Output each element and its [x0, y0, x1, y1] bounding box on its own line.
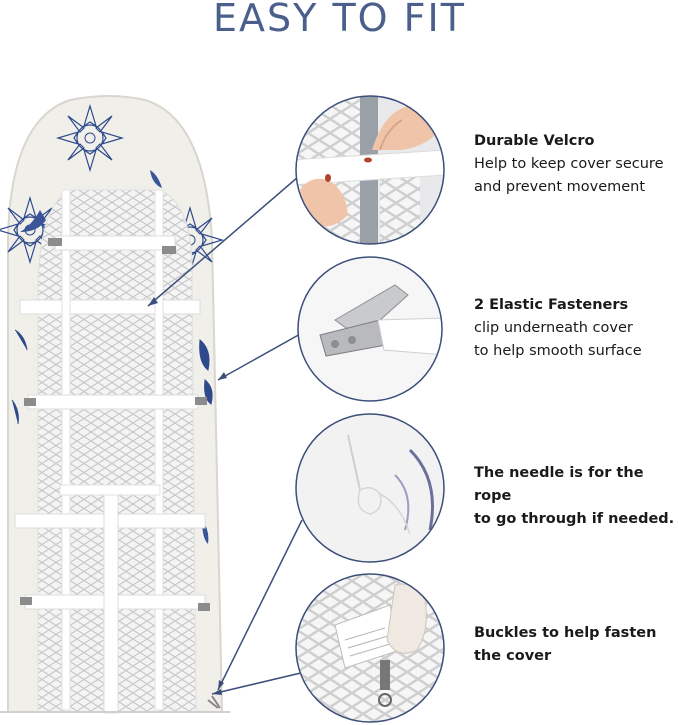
feature-text: Help to keep cover secure: [474, 156, 664, 172]
feature-title: Buckles to help fasten: [474, 625, 657, 641]
buckle-photo-icon: [295, 573, 445, 723]
needle-photo-icon: [295, 413, 445, 563]
page-title: EASY TO FIT: [213, 0, 466, 40]
ironing-board-icon: [0, 95, 230, 714]
feature-text: to help smooth surface: [474, 343, 642, 359]
feature-text: The needle is for the rope: [474, 465, 644, 504]
feature-velcro: Durable Velcro Help to keep cover secure…: [474, 130, 679, 199]
feature-buckles: Buckles to help fasten the cover: [474, 622, 679, 668]
feature-title: 2 Elastic Fasteners: [474, 297, 629, 313]
elastic-fastener-photo-icon: [297, 256, 443, 402]
feature-text: and prevent movement: [474, 179, 646, 195]
feature-needle: The needle is for the rope to go through…: [474, 462, 679, 531]
velcro-photo-icon: [295, 95, 445, 245]
feature-text: to go through if needed.: [474, 511, 675, 527]
feature-text: clip underneath cover: [474, 320, 633, 336]
feature-title: Durable Velcro: [474, 133, 595, 149]
feature-elastic-fasteners: 2 Elastic Fasteners clip underneath cove…: [474, 294, 679, 363]
feature-text: the cover: [474, 648, 552, 664]
